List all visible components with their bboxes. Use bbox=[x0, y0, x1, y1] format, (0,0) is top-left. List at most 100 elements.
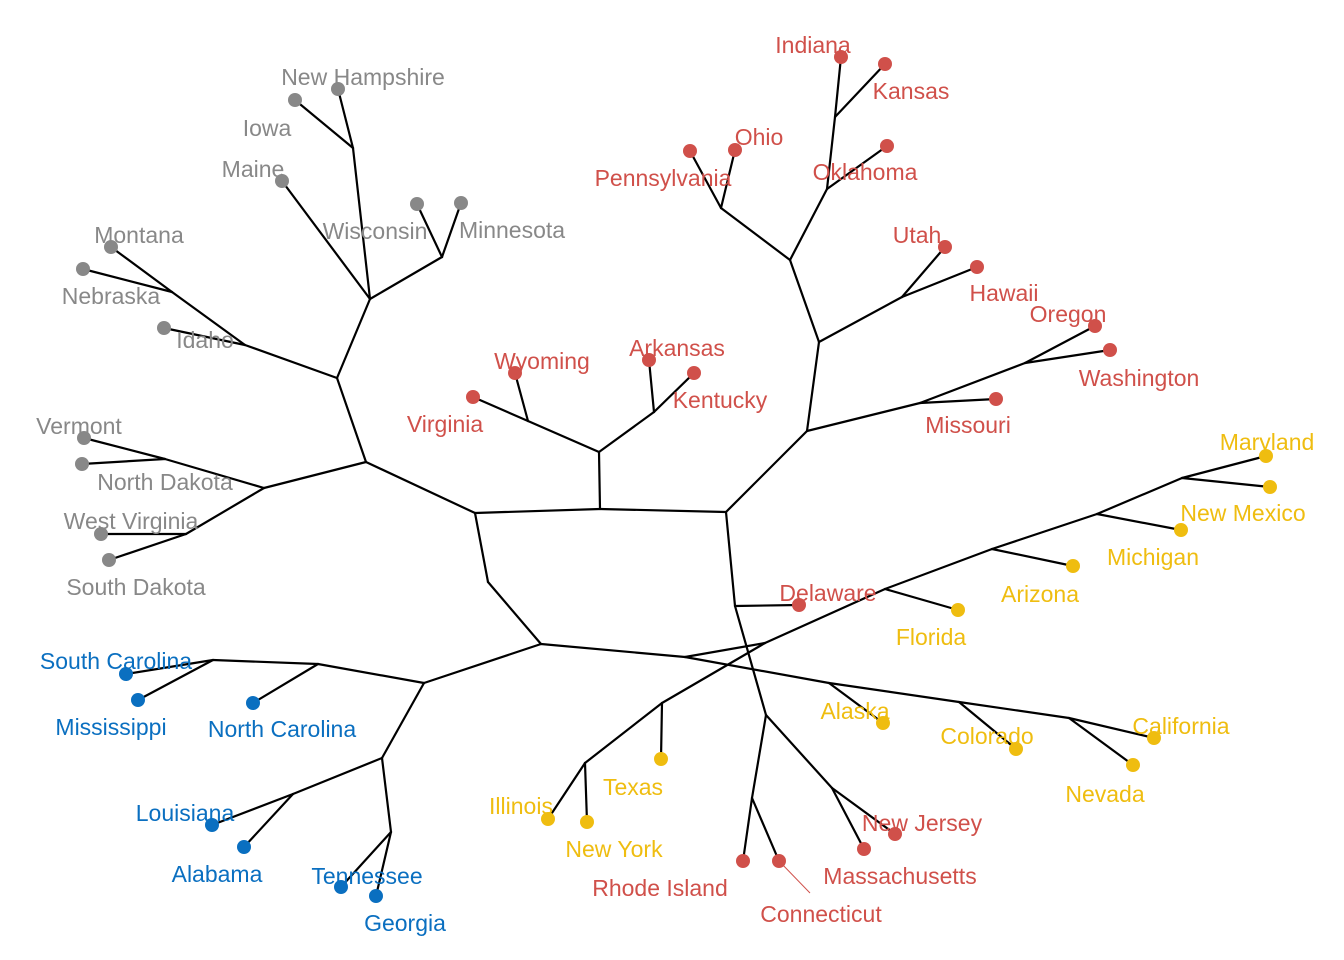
tree-edge bbox=[683, 655, 831, 685]
leaf-marker-north-carolina bbox=[246, 696, 260, 710]
leaf-edge-idaho bbox=[162, 326, 247, 347]
tree-edge bbox=[291, 756, 384, 796]
leaf-marker-maryland bbox=[1259, 449, 1273, 463]
leaf-edge-oregon bbox=[1023, 324, 1097, 365]
leaf-label-utah: Utah bbox=[893, 222, 942, 248]
leaf-marker-iowa bbox=[288, 93, 302, 107]
tree-edge bbox=[583, 701, 664, 765]
tree-edge bbox=[163, 457, 266, 490]
leaf-marker-texas bbox=[654, 752, 668, 766]
leaf-label-nebraska: Nebraska bbox=[62, 283, 161, 309]
leaf-edge-massachusetts bbox=[830, 786, 866, 851]
leaf-marker-arizona bbox=[1066, 559, 1080, 573]
tree-edge bbox=[473, 511, 490, 584]
tree-edge bbox=[486, 580, 543, 646]
tree-edge bbox=[990, 512, 1099, 551]
leaf-edge-south-dakota bbox=[107, 532, 188, 562]
tree-edge bbox=[788, 187, 829, 262]
leaf-edge-nevada bbox=[1067, 716, 1135, 767]
leaf-label-nevada: Nevada bbox=[1065, 781, 1144, 807]
leaf-label-north-dakota: North Dakota bbox=[97, 469, 233, 495]
tree-edge bbox=[660, 641, 767, 705]
leaf-marker-pennsylvania bbox=[683, 144, 697, 158]
tree-edge bbox=[788, 258, 821, 344]
leader-line-connecticut bbox=[778, 860, 811, 894]
tree-edge bbox=[539, 642, 687, 659]
leaf-marker-idaho bbox=[157, 321, 171, 335]
tree-edge bbox=[724, 510, 737, 608]
leaf-marker-montana bbox=[104, 240, 118, 254]
leaf-edge-maine bbox=[280, 179, 372, 301]
leaf-label-minnesota: Minnesota bbox=[459, 217, 565, 243]
leaf-label-alabama: Alabama bbox=[172, 861, 263, 887]
leaf-edge-louisiana bbox=[210, 792, 295, 827]
leaf-label-rhode-island: Rhode Island bbox=[592, 875, 728, 901]
leaf-marker-south-dakota bbox=[102, 553, 116, 567]
leaf-edge-iowa bbox=[293, 98, 355, 150]
tree-edge bbox=[683, 641, 767, 659]
leaf-edge-indiana bbox=[833, 55, 843, 119]
tree-edge bbox=[243, 343, 339, 380]
leaf-marker-rhode-island bbox=[736, 854, 750, 868]
tree-edge bbox=[825, 115, 837, 191]
leaf-marker-illinois bbox=[541, 812, 555, 826]
leaf-edge-california bbox=[1067, 716, 1156, 740]
leaf-edge-new-mexico bbox=[1180, 476, 1272, 489]
tree-edge bbox=[598, 507, 728, 514]
leaf-marker-massachusetts bbox=[857, 842, 871, 856]
tree-edge bbox=[918, 361, 1027, 405]
leaf-edge-maryland bbox=[1180, 454, 1268, 480]
tree-edge bbox=[883, 547, 994, 591]
leaf-edge-alabama bbox=[242, 792, 295, 849]
leaf-marker-nebraska bbox=[76, 262, 90, 276]
tree-edge bbox=[184, 486, 266, 536]
leaf-marker-kansas bbox=[878, 57, 892, 71]
leaf-marker-vermont bbox=[77, 431, 91, 445]
leaf-label-north-carolina: North Carolina bbox=[208, 716, 356, 742]
leaf-marker-georgia bbox=[369, 889, 383, 903]
leaf-label-idaho: Idaho bbox=[176, 327, 234, 353]
leaf-edge-north-carolina bbox=[251, 662, 320, 705]
leaf-marker-california bbox=[1147, 731, 1161, 745]
leaf-label-connecticut: Connecticut bbox=[760, 901, 882, 927]
leaf-label-south-carolina: South Carolina bbox=[40, 648, 192, 674]
leaf-edge-tennessee bbox=[339, 830, 393, 889]
leaf-marker-kentucky bbox=[687, 366, 701, 380]
leaf-marker-north-dakota bbox=[75, 457, 89, 471]
leaf-edge-washington bbox=[1023, 348, 1112, 365]
leaf-marker-missouri bbox=[989, 392, 1003, 406]
leaf-label-montana: Montana bbox=[94, 222, 184, 248]
leaf-marker-nevada bbox=[1126, 758, 1140, 772]
leaf-marker-new-hampshire bbox=[331, 82, 345, 96]
leaf-label-florida: Florida bbox=[896, 624, 967, 650]
leaf-label-virginia: Virginia bbox=[407, 411, 483, 437]
leaf-edge-new-jersey bbox=[830, 786, 897, 836]
leaf-label-mississippi: Mississippi bbox=[55, 714, 166, 740]
leaf-edge-montana bbox=[109, 245, 174, 294]
leaf-edge-georgia bbox=[374, 830, 393, 898]
tree-edge bbox=[262, 460, 368, 490]
leaf-marker-florida bbox=[951, 603, 965, 617]
tree-edge bbox=[380, 756, 393, 834]
leaf-marker-hawaii bbox=[970, 260, 984, 274]
leaf-edge-mississippi bbox=[136, 658, 215, 702]
tree-edge bbox=[335, 297, 372, 380]
leaf-label-new-jersey: New Jersey bbox=[862, 810, 983, 836]
leaf-edge-michigan bbox=[1095, 512, 1183, 532]
leaf-edge-kansas bbox=[833, 62, 887, 119]
tree-edge bbox=[827, 681, 961, 704]
leaf-edge-pennsylvania bbox=[688, 149, 723, 210]
leaf-edge-ohio bbox=[719, 148, 737, 210]
tree-edge bbox=[170, 290, 247, 347]
leaf-marker-colorado bbox=[1009, 742, 1023, 756]
leaf-marker-michigan bbox=[1174, 523, 1188, 537]
leaf-marker-tennessee bbox=[334, 880, 348, 894]
leaf-edge-connecticut bbox=[750, 796, 781, 863]
leaf-edge-utah bbox=[900, 245, 947, 299]
leaf-marker-alaska bbox=[876, 716, 890, 730]
leaf-marker-maine bbox=[275, 174, 289, 188]
tree-edge bbox=[805, 340, 821, 433]
tree-edge bbox=[763, 587, 887, 645]
leaf-label-hawaii: Hawaii bbox=[969, 280, 1038, 306]
